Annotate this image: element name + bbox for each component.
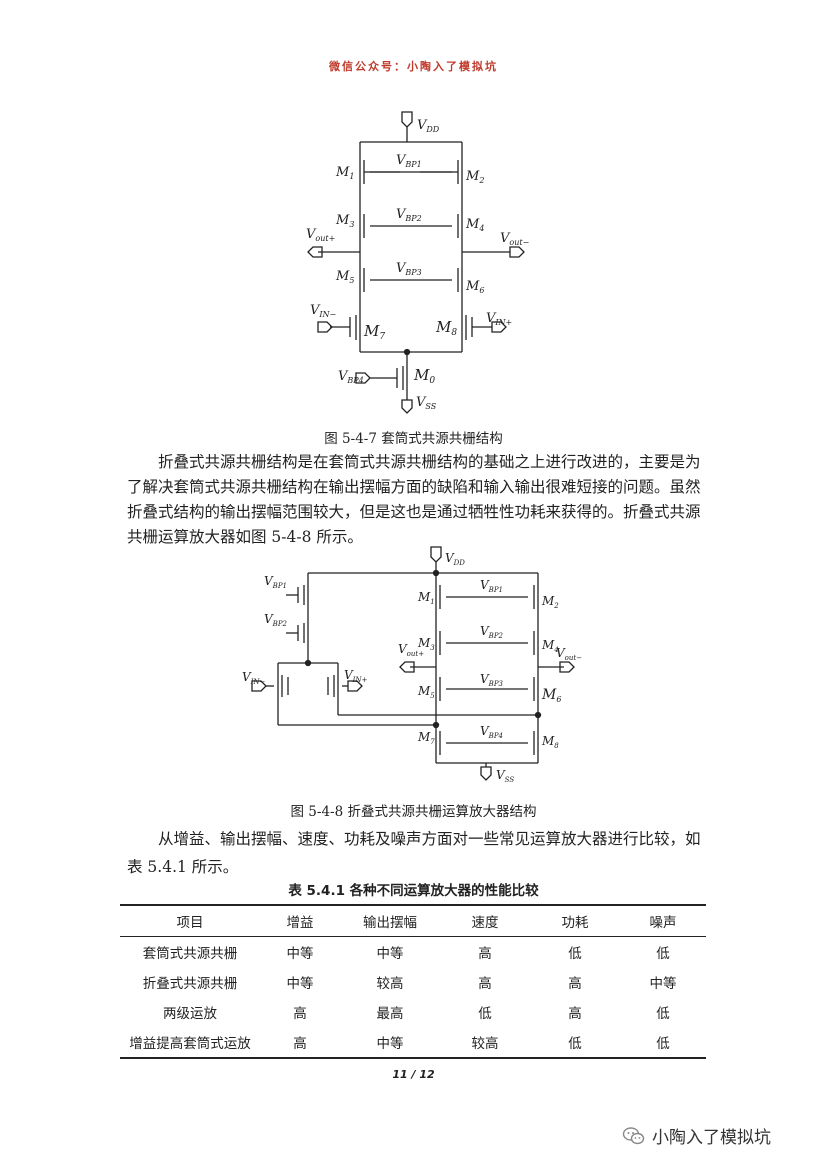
vdd-pin	[401, 111, 413, 128]
svg-text:M1: M1	[335, 165, 354, 181]
vin-plus-pin	[347, 680, 363, 692]
svg-text:M3: M3	[417, 636, 435, 652]
performance-table: 项目 增益 输出摆幅 速度 功耗 噪声 套筒式共源共栅中等 中等高 低低 折叠式…	[120, 904, 706, 1059]
wechat-icon	[622, 1126, 645, 1144]
page-header: 微信公众号：小陶入了模拟坑	[329, 60, 498, 73]
svg-text:VBP1: VBP1	[480, 578, 503, 594]
svg-text:VSS: VSS	[416, 395, 437, 411]
svg-text:VBP4: VBP4	[338, 369, 364, 385]
table-row: 两级运放高 最高低 高低	[163, 1006, 670, 1022]
svg-text:Vout+: Vout+	[306, 227, 335, 243]
figure-folded-cascode: VDD VBP1 VBP2 VIN− VIN+ VBP1 VBP2 VBP3 V…	[238, 545, 593, 790]
svg-text:VBP2: VBP2	[264, 612, 288, 628]
col-swing: 输出摆幅	[363, 915, 417, 931]
vout-plus-pin	[307, 246, 323, 258]
figure2-caption: 图 5-4-8 折叠式共源共栅运算放大器结构	[290, 804, 537, 820]
svg-text:M6: M6	[541, 687, 561, 704]
svg-text:Vout−: Vout−	[500, 231, 529, 247]
figure1-caption: 图 5-4-7 套筒式共源共栅结构	[324, 431, 503, 447]
svg-text:VSS: VSS	[496, 768, 514, 784]
svg-text:VIN+: VIN+	[486, 311, 512, 327]
svg-text:M5: M5	[417, 684, 435, 700]
svg-text:VBP2: VBP2	[480, 624, 504, 640]
svg-text:M3: M3	[335, 213, 354, 229]
svg-text:VBP4: VBP4	[480, 724, 503, 740]
vin-minus-pin	[251, 680, 267, 692]
svg-text:Vout+: Vout+	[398, 642, 424, 658]
vout-minus-pin	[509, 246, 525, 258]
svg-text:VBP2: VBP2	[396, 207, 422, 223]
col-gain: 增益	[286, 915, 314, 931]
table-row: 增益提高套筒式运放高 中等较高 低低	[120, 1027, 706, 1058]
table-caption: 表 5.4.1 各种不同运算放大器的性能比较	[288, 883, 539, 899]
vdd-pin	[430, 546, 442, 563]
svg-text:M2: M2	[465, 169, 484, 185]
svg-text:VDD: VDD	[445, 551, 465, 567]
vin-minus-pin	[317, 321, 333, 333]
vdd-label: VDD	[417, 118, 440, 134]
vout-minus-pin	[559, 661, 575, 673]
svg-text:M0: M0	[413, 366, 435, 386]
svg-text:M7: M7	[417, 730, 435, 746]
col-power: 功耗	[561, 915, 589, 931]
col-speed: 速度	[471, 915, 499, 931]
svg-text:VBP3: VBP3	[396, 261, 422, 277]
svg-text:M1: M1	[417, 590, 435, 606]
vbp4-pin	[355, 372, 371, 384]
svg-text:VBP3: VBP3	[480, 672, 504, 688]
paragraph-folded-cascode: 折叠式共源共栅结构是在套筒式共源共栅结构的基础之上进行改进的，主要是为了解决套筒…	[127, 453, 701, 546]
svg-text:M7: M7	[363, 322, 385, 342]
table-row: 折叠式共源共栅中等 较高高 高中等	[142, 976, 677, 992]
svg-text:VBP1: VBP1	[264, 574, 287, 590]
watermark-text: 小陶入了模拟坑	[652, 1128, 771, 1148]
svg-text:VBP1: VBP1	[396, 153, 422, 169]
paragraph-comparison: 从增益、输出摆幅、速度、功耗及噪声方面对一些常见运算放大器进行比较，如表 5.4…	[127, 830, 701, 876]
svg-text:Vout−: Vout−	[556, 646, 582, 662]
table-row: 套筒式共源共栅中等 中等高 低低	[142, 946, 670, 962]
vin-plus-pin	[491, 321, 507, 333]
svg-text:M4: M4	[465, 217, 484, 233]
svg-text:M8: M8	[435, 318, 457, 338]
page-number: 11 / 12	[392, 1068, 435, 1081]
svg-text:M4: M4	[541, 638, 559, 654]
svg-text:M8: M8	[541, 734, 559, 750]
svg-text:VIN+: VIN+	[344, 668, 368, 684]
table-header-row: 项目 增益 输出摆幅 速度 功耗 噪声	[120, 905, 706, 937]
svg-text:M6: M6	[465, 279, 484, 295]
svg-text:M5: M5	[335, 269, 354, 285]
col-noise: 噪声	[649, 915, 677, 931]
vout-plus-pin	[399, 661, 415, 673]
col-item: 项目	[176, 915, 204, 931]
vss-pin	[401, 399, 413, 414]
svg-text:M2: M2	[541, 594, 559, 610]
svg-text:VIN−: VIN−	[310, 303, 336, 319]
watermark: 小陶入了模拟坑	[622, 1123, 771, 1148]
svg-text:VIN−: VIN−	[242, 670, 266, 686]
figure-telescopic-cascode: VDD VBP1 VBP2 VBP3 M1 M2 M3 M4 Vout+ Vou…	[300, 110, 540, 420]
vss-pin	[480, 766, 492, 781]
